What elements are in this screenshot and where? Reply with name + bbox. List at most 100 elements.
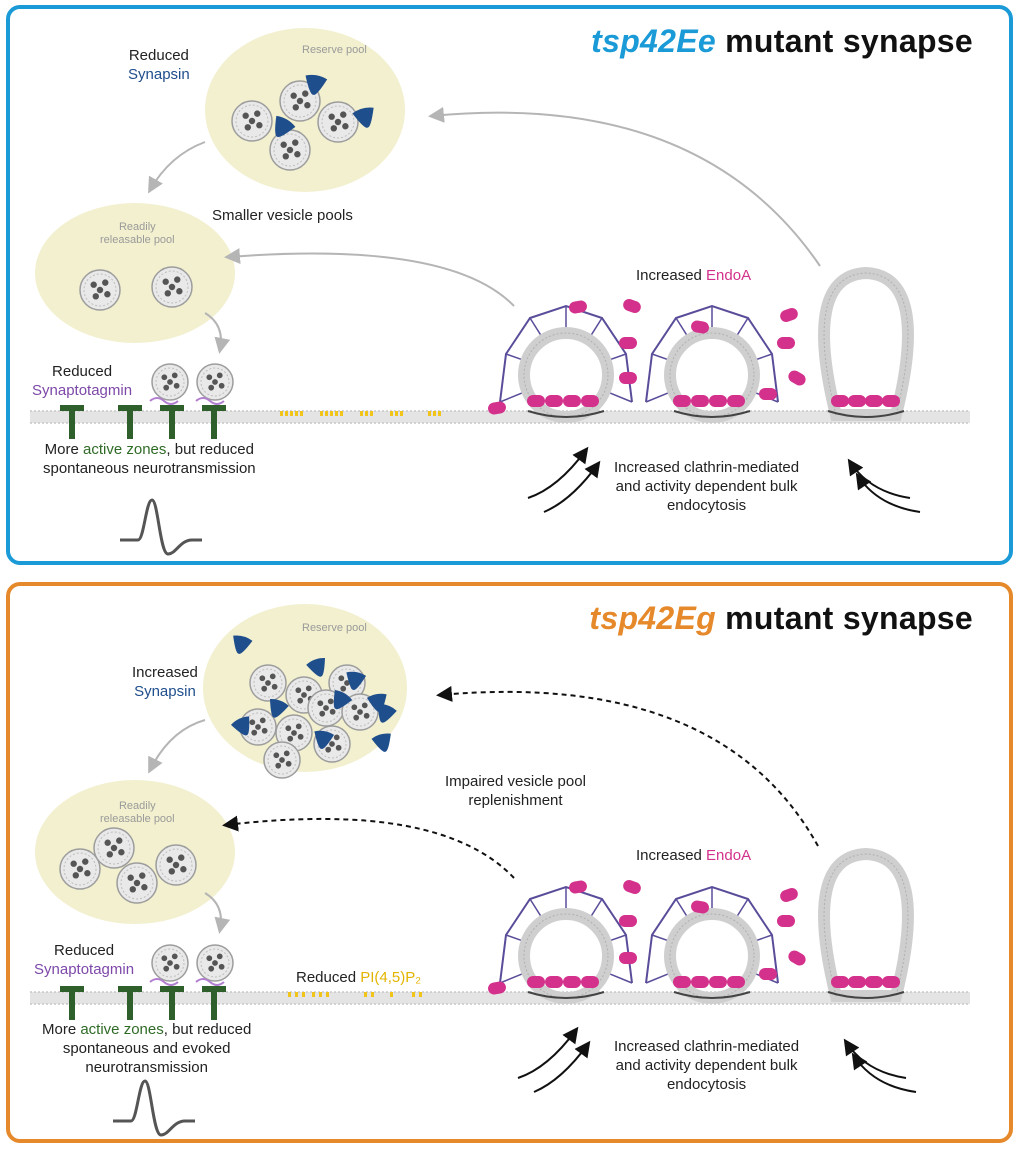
neurotransmitter-dot (330, 125, 337, 132)
pip2-lipid (320, 411, 323, 416)
pip2-lipid (330, 411, 333, 416)
neurotransmitter-dot (102, 279, 109, 286)
neurotransmitter-dot (212, 960, 218, 966)
endoa-protein (759, 388, 777, 400)
bulk-endosome-outline (823, 853, 909, 997)
neurotransmitter-dot (161, 955, 168, 962)
neurotransmitter-dot (329, 741, 335, 747)
neurotransmitter-dot (163, 965, 170, 972)
neuro-line3: neurotransmission (85, 1059, 208, 1076)
active-zones-label: More active zones, but reduced spontaneo… (42, 1020, 251, 1077)
endoa-protein (882, 976, 900, 988)
neurotransmitter-dot (317, 700, 324, 707)
neurotransmitter-dot (166, 856, 173, 863)
active-zone-stem (211, 405, 217, 439)
neurotransmitter-dot (329, 708, 336, 715)
neurotransmitter-dot (259, 675, 266, 682)
neurotransmitter-dot (275, 762, 282, 769)
active-zone-stem (211, 986, 217, 1020)
neurotransmitter-dot (178, 854, 185, 861)
endoa-protein (882, 395, 900, 407)
neurotransmitter-dot (172, 861, 180, 869)
vesicle-membrane (345, 697, 375, 727)
neurotransmitter-dot (174, 276, 181, 283)
dynamin-collar (673, 991, 751, 999)
vesicle-membrane (63, 852, 97, 886)
neurotransmitter-dot (357, 709, 363, 715)
neurotransmitter-dot (283, 750, 290, 757)
replenishment-label: Impaired vesicle pool replenishment (445, 773, 586, 809)
endoa-protein (691, 900, 709, 914)
pip2-lipid (285, 411, 288, 416)
pip2-lipid (302, 992, 305, 997)
endoa-protein (777, 915, 795, 927)
pool-transfer-arrow (148, 719, 206, 774)
synapsin-word: Synapsin (128, 66, 190, 83)
endoa-protein (527, 395, 545, 407)
endoa-protein (831, 395, 849, 407)
vesicle-membrane (273, 133, 307, 167)
neurotransmitter-dot (292, 104, 299, 111)
endocytosis-arrow (543, 460, 601, 513)
endoa-protein (563, 976, 581, 988)
vesicle-membrane (321, 105, 355, 139)
endoa-protein (691, 320, 709, 334)
neurotransmitter-dot (301, 692, 307, 698)
pip2-lipid (428, 411, 431, 416)
endoa-protein (563, 395, 581, 407)
synapsin-protein (275, 115, 296, 137)
neurotransmitter-dot (363, 712, 370, 719)
readily-releasable-pool (35, 203, 235, 343)
action-potential-trace (113, 1079, 195, 1137)
synapsin-label: Increased Synapsin (132, 663, 198, 701)
synapsin-protein (352, 107, 374, 128)
neurotransmitter-dot (163, 384, 170, 391)
rrp-line2: releasable pool (100, 813, 175, 825)
vesicle-membrane (283, 84, 317, 118)
recycling-arrow (224, 248, 515, 307)
title-rest: mutant synapse (715, 600, 973, 636)
neurotransmitter-dot (305, 685, 312, 692)
pip2-label: Reduced PI(4,5)P₂ (296, 969, 422, 986)
vesicle-membrane (120, 866, 154, 900)
pip2-lipid (295, 992, 298, 997)
neurotransmitter-dot (208, 384, 215, 391)
endocytosis-arrow (847, 458, 911, 499)
pip2-lipid (400, 411, 403, 416)
endoa-protein (619, 915, 637, 927)
pip2-lipid (390, 992, 393, 997)
vesicle-membrane (253, 668, 283, 698)
synaptotagmin-label: Reduced Synaptotagmin (34, 941, 134, 979)
recycling-arrow (428, 106, 821, 267)
endoa-label: Increased EndoA (636, 267, 752, 284)
neurotransmitter-dot (206, 955, 213, 962)
neurotransmitter-dot (280, 141, 287, 148)
synaptotagmin-label: Reduced Synaptotagmin (32, 362, 132, 400)
vesicle-membrane (200, 367, 230, 397)
neurotransmitter-dot (171, 372, 178, 379)
neurotransmitter-dot (269, 673, 276, 680)
neurotransmitter-dot (218, 963, 225, 970)
neurotransmitter-dot (342, 123, 349, 130)
pip2-lipid (390, 411, 393, 416)
neurotransmitter-dot (254, 110, 261, 117)
endoa-protein (788, 950, 806, 966)
neurotransmitter-dot (171, 953, 178, 960)
synapsin-word: Synapsin (134, 683, 196, 700)
pip2-lipid (364, 992, 367, 997)
neurotransmitter-dot (216, 953, 223, 960)
pip2-lipid (326, 992, 329, 997)
bulk-endosome-membrane (818, 847, 914, 1002)
endoa-protein (788, 370, 806, 386)
endocytosis-label: Increased clathrin-mediated and activity… (614, 459, 800, 514)
pip2-lipid (319, 992, 322, 997)
neurotransmitter-dot (76, 865, 84, 873)
neurotransmitter-dot (244, 124, 251, 131)
dynamin-collar (527, 410, 605, 418)
neurotransmitter-dot (361, 702, 368, 709)
endoa-protein (488, 401, 506, 415)
endocytosis-label: Increased clathrin-mediated and activity… (614, 1038, 800, 1093)
vesicle-membrane (155, 948, 185, 978)
neurotransmitter-dot (259, 717, 266, 724)
